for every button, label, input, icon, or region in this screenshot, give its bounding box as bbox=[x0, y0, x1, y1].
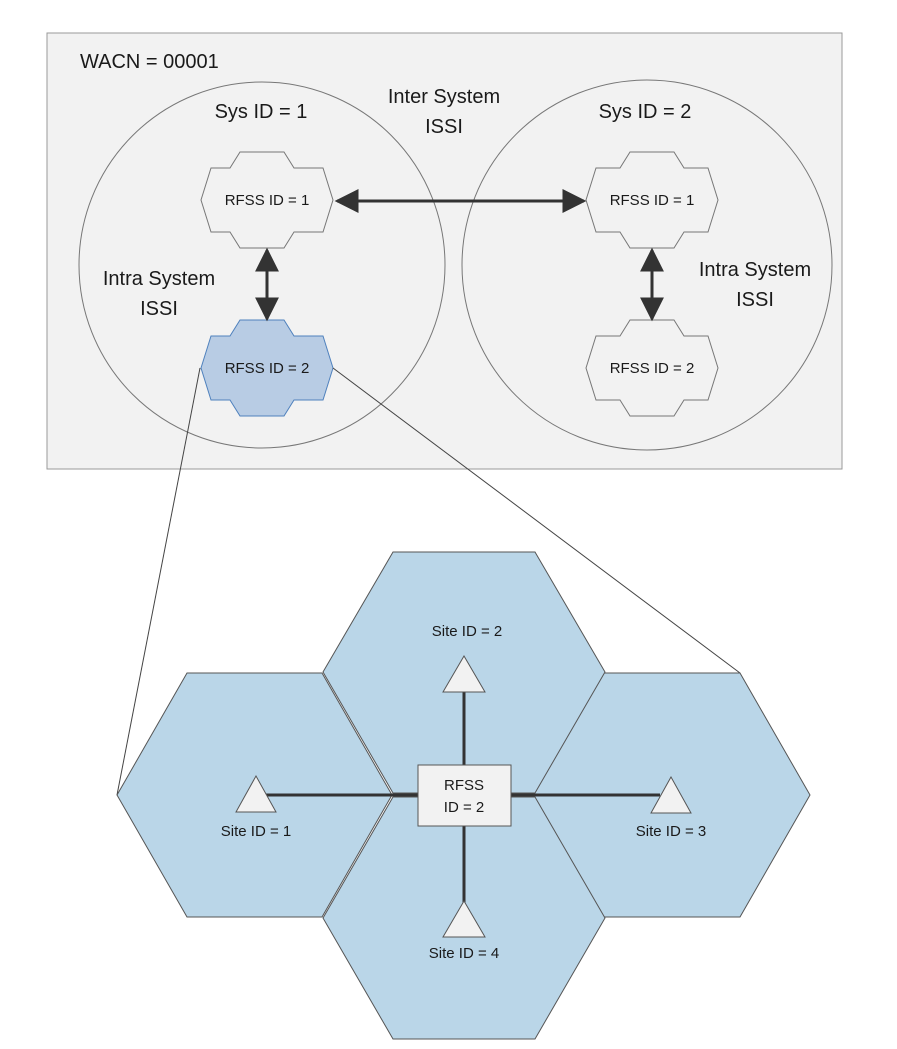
sys2-rfss-1-label: RFSS ID = 1 bbox=[610, 192, 695, 209]
inter-system-label-line2: ISSI bbox=[425, 116, 463, 138]
site-3-antenna-icon bbox=[650, 775, 692, 814]
intra-system-2-label-line2: ISSI bbox=[736, 289, 774, 311]
site-3-label: Site ID = 3 bbox=[636, 823, 706, 840]
intra-system-1-label-line2: ISSI bbox=[140, 298, 178, 320]
sys1-rfss-1-shape bbox=[200, 151, 334, 249]
sys2-rfss-1-shape bbox=[585, 151, 719, 249]
rfss-box bbox=[417, 764, 512, 827]
site-1-label: Site ID = 1 bbox=[221, 823, 291, 840]
site-4-label: Site ID = 4 bbox=[429, 945, 499, 962]
intra-system-1-label-line1: Intra System bbox=[103, 268, 215, 290]
system-1-label: Sys ID = 1 bbox=[215, 101, 308, 123]
zoom-line-right bbox=[332, 367, 741, 674]
sys2-rfss-2-label: RFSS ID = 2 bbox=[610, 360, 695, 377]
intra-system-2-label-line1: Intra System bbox=[699, 259, 811, 281]
site-4-antenna-icon bbox=[442, 900, 486, 938]
sys1-rfss-1-label: RFSS ID = 1 bbox=[225, 192, 310, 209]
inter-system-label-line1: Inter System bbox=[388, 86, 500, 108]
rfss-box-label-line1: RFSS bbox=[444, 777, 484, 794]
site-1-antenna-icon bbox=[235, 774, 277, 813]
site-2-label: Site ID = 2 bbox=[432, 623, 502, 640]
site-2-antenna-icon bbox=[442, 655, 486, 693]
zoom-line-left bbox=[116, 367, 201, 796]
sys1-rfss-2-label: RFSS ID = 2 bbox=[225, 360, 310, 377]
system-2-label: Sys ID = 2 bbox=[599, 101, 692, 123]
rfss-box-label-line2: ID = 2 bbox=[444, 799, 484, 816]
wacn-label: WACN = 00001 bbox=[80, 51, 219, 73]
sys2-rfss-2-shape bbox=[585, 319, 719, 417]
sys1-rfss-2-shape bbox=[200, 319, 334, 417]
